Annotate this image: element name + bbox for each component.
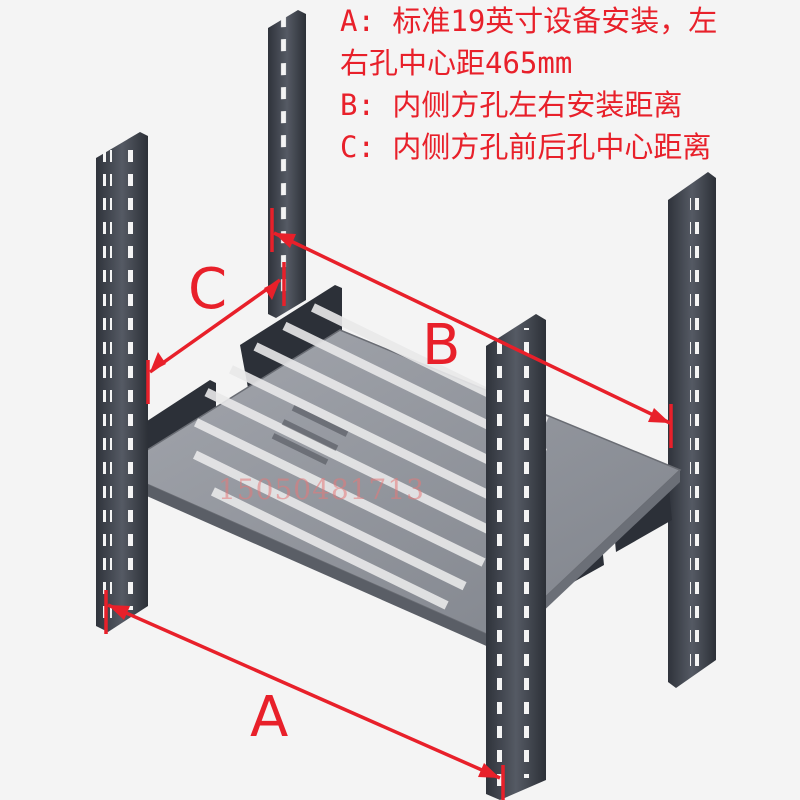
legend-line-4: C: 内侧方孔前后孔中心距离 — [340, 130, 712, 164]
legend: A: 标准19英寸设备安装，左 右孔中心距465mm B: 内侧方孔左右安装距离… — [340, 0, 800, 168]
dimension-a — [104, 590, 505, 800]
watermark: 15050481713 — [218, 473, 425, 506]
rear-right-rail — [668, 172, 716, 688]
legend-line-2: 右孔中心距465mm — [340, 46, 573, 80]
dimension-c — [146, 262, 286, 404]
label-a: A — [250, 685, 289, 750]
label-b: B — [422, 313, 461, 378]
rear-left-rail — [268, 4, 306, 318]
legend-line-3: B: 内侧方孔左右安装距离 — [340, 88, 683, 122]
dimension-b — [270, 208, 673, 448]
front-right-rail — [486, 314, 546, 800]
label-c: C — [188, 257, 228, 322]
front-left-rail — [96, 132, 148, 632]
legend-line-1: A: 标准19英寸设备安装，左 — [340, 4, 718, 38]
